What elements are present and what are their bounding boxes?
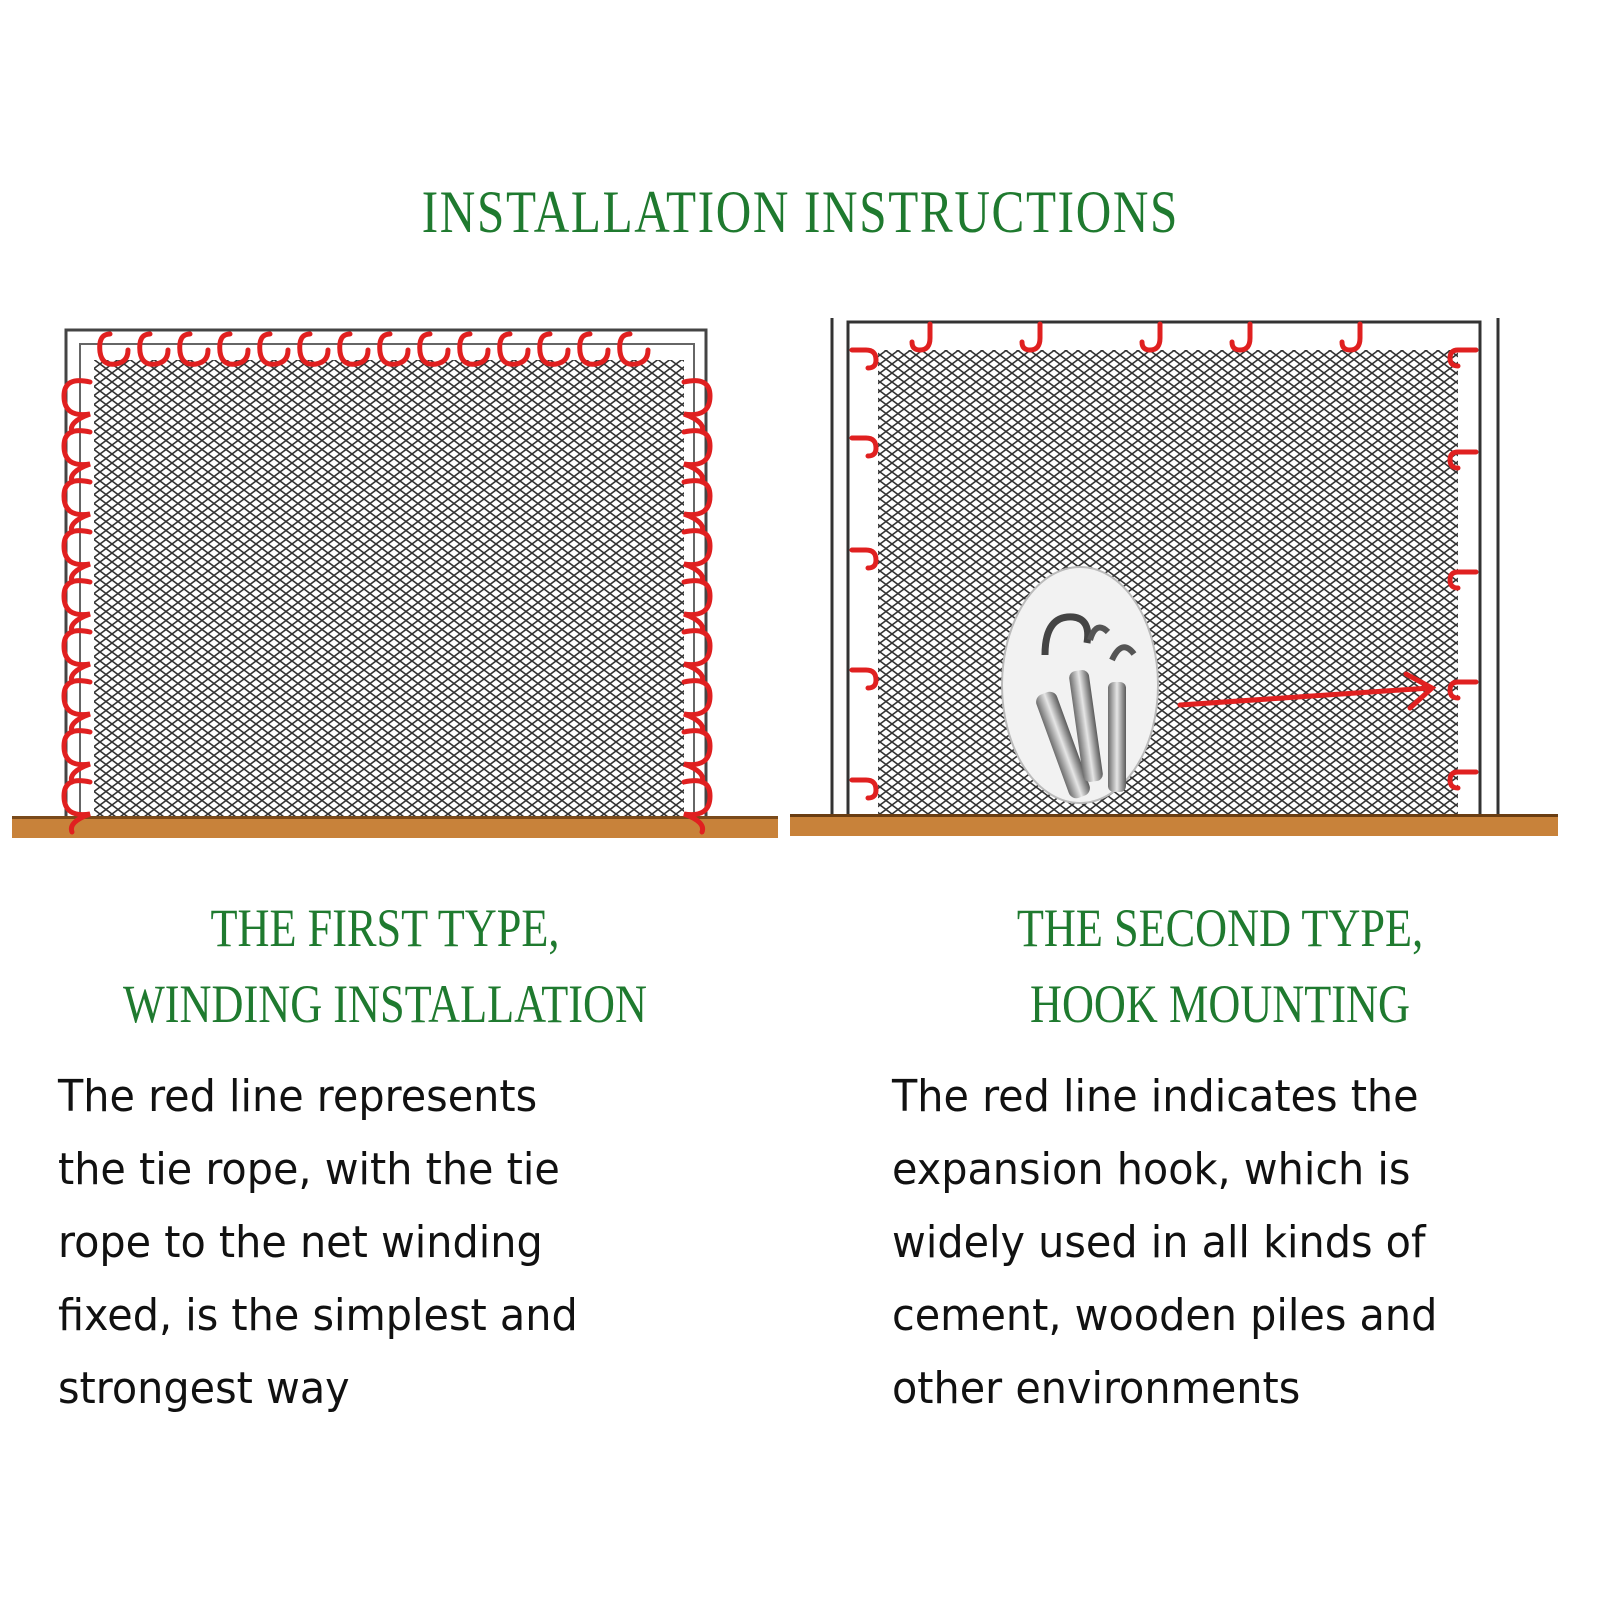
hook-hardware-image xyxy=(1001,566,1159,804)
page-title: INSTALLATION INSTRUCTIONS xyxy=(421,179,1180,245)
first-type-heading-line2: WINDING INSTALLATION xyxy=(122,974,648,1034)
description-line: strongest way xyxy=(58,1363,350,1414)
first-type-heading-line1: THE FIRST TYPE, xyxy=(210,898,560,958)
expansion-hooks xyxy=(849,321,1479,801)
description-line: expansion hook, which is xyxy=(892,1144,1411,1195)
tie-rope xyxy=(61,331,713,835)
description-line: fixed, is the simplest and xyxy=(58,1290,578,1341)
second-type-description: The red line indicates the expansion hoo… xyxy=(892,1060,1437,1425)
description-line: The red line indicates the xyxy=(892,1071,1419,1122)
net-mesh xyxy=(878,350,1458,816)
description-line: The red line represents xyxy=(58,1071,538,1122)
red-arrow xyxy=(1177,671,1437,711)
description-line: the tie rope, with the tie xyxy=(58,1144,560,1195)
second-type-heading-line2: HOOK MOUNTING xyxy=(1029,974,1411,1034)
floor xyxy=(12,818,778,838)
description-line: other environments xyxy=(892,1363,1301,1414)
floor xyxy=(790,816,1558,836)
first-type-heading: THE FIRST TYPE, WINDING INSTALLATION xyxy=(69,890,700,1042)
first-type-description: The red line represents the tie rope, wi… xyxy=(58,1060,578,1425)
second-type-heading-line1: THE SECOND TYPE, xyxy=(1016,898,1424,958)
winding-installation-diagram xyxy=(12,328,778,838)
net-mesh xyxy=(94,360,684,822)
description-line: cement, wooden piles and xyxy=(892,1290,1438,1341)
description-line: rope to the net winding xyxy=(58,1217,543,1268)
hook-mounting-diagram xyxy=(790,318,1558,836)
description-line: widely used in all kinds of xyxy=(892,1217,1426,1268)
second-type-heading: THE SECOND TYPE, HOOK MOUNTING xyxy=(908,890,1531,1042)
